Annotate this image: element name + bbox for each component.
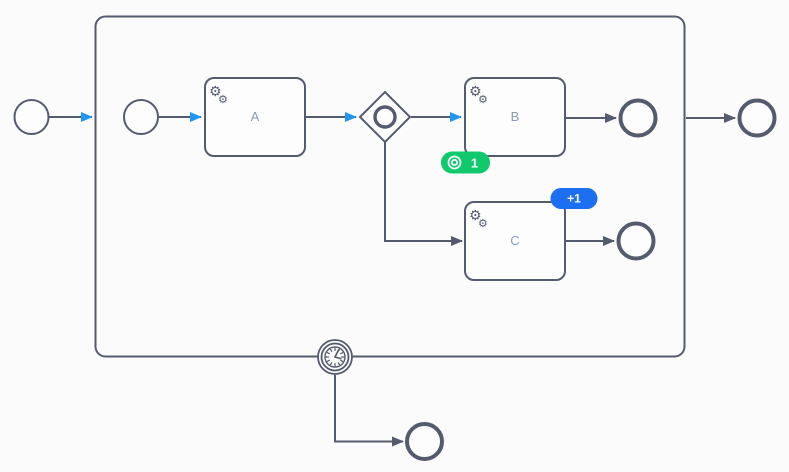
subprocess-container[interactable] xyxy=(94,15,686,358)
task-b-label: B xyxy=(511,109,520,124)
task-c-label: C xyxy=(510,233,519,248)
service-task-a[interactable]: ⚙ ⚙ A xyxy=(204,77,306,157)
active-count-label: 1 xyxy=(471,156,478,171)
end-event-after-b[interactable] xyxy=(618,98,658,138)
start-event-outer[interactable] xyxy=(13,99,50,135)
svg-text:⚙: ⚙ xyxy=(478,93,488,106)
end-event-after-timer[interactable] xyxy=(405,422,444,461)
timer-inner-ring xyxy=(320,342,350,372)
service-task-gear-icon: ⚙ ⚙ xyxy=(469,208,488,230)
svg-text:⚙: ⚙ xyxy=(478,217,488,230)
service-task-gear-icon: ⚙ ⚙ xyxy=(209,84,228,106)
task-a-label: A xyxy=(251,109,260,124)
inclusive-gateway[interactable] xyxy=(358,90,412,144)
timer-boundary-event[interactable] xyxy=(317,339,353,375)
sequence-flow-gateway-to-c xyxy=(384,142,463,246)
active-instances-badge: 1 xyxy=(441,151,490,174)
svg-text:⚙: ⚙ xyxy=(469,208,482,224)
gateway-diamond xyxy=(358,90,412,144)
clock-hands xyxy=(334,348,342,360)
increment-count-label: +1 xyxy=(567,192,581,206)
task-b-shape xyxy=(464,77,566,157)
svg-text:⚙: ⚙ xyxy=(209,84,222,100)
increment-badge: +1 xyxy=(550,188,598,209)
clock-icon xyxy=(324,346,346,368)
token-ring-icon xyxy=(447,155,462,170)
final-end-event[interactable] xyxy=(737,98,777,138)
end-event-after-c[interactable] xyxy=(616,221,656,261)
service-task-gear-icon: ⚙ ⚙ xyxy=(469,84,488,106)
start-event-inner[interactable] xyxy=(123,99,159,135)
svg-text:⚙: ⚙ xyxy=(218,93,228,106)
inclusive-gateway-circle-icon xyxy=(373,105,397,129)
service-task-c[interactable]: ⚙ ⚙ C xyxy=(464,201,566,281)
service-task-b[interactable]: ⚙ ⚙ B xyxy=(464,77,566,157)
task-c-shape xyxy=(464,201,566,281)
task-a-shape xyxy=(204,77,306,157)
sequence-flow-timer-to-end xyxy=(334,375,404,447)
svg-text:⚙: ⚙ xyxy=(469,84,482,100)
